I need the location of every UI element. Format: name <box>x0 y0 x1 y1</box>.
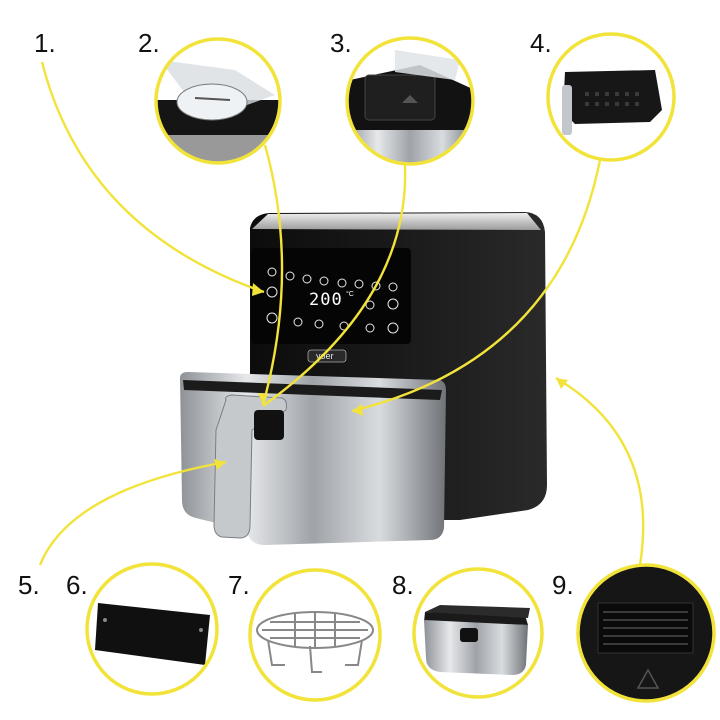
touch-buttons[interactable] <box>266 267 399 334</box>
callout-line-3 <box>262 164 407 407</box>
brand-name: yoer <box>316 351 334 361</box>
detail-circle-8 <box>412 567 544 699</box>
callout-label-7: 7. <box>228 570 250 600</box>
basket-handle[interactable] <box>213 394 287 539</box>
callout-line-5 <box>38 460 227 566</box>
detail-circle-3 <box>345 36 475 166</box>
callout-lines <box>38 61 645 566</box>
callout-arrowheads <box>214 283 568 470</box>
callout-numbers: 1. 2. 3. 4. 5. 6. 7. 8. 9. <box>18 28 574 600</box>
callout-label-2: 2. <box>138 28 160 58</box>
callout-label-1: 1. <box>34 28 56 58</box>
callout-line-1 <box>40 61 265 294</box>
detail-circle-9 <box>576 563 716 703</box>
callout-line-9 <box>555 376 645 566</box>
detail-circle-2 <box>154 37 282 165</box>
display-unit: °C <box>346 290 354 298</box>
handle-grip <box>254 410 284 440</box>
callout-label-3: 3. <box>330 28 352 58</box>
callout-line-4 <box>351 159 602 413</box>
basket-rim <box>183 380 442 400</box>
callout-label-8: 8. <box>392 570 414 600</box>
callout-label-9: 9. <box>552 570 574 600</box>
callout-label-5: 5. <box>18 570 40 600</box>
detail-circle-4 <box>546 32 676 162</box>
detail-circle-7 <box>248 568 382 702</box>
callout-line-2 <box>261 144 284 406</box>
fryer-top <box>252 213 541 230</box>
air-fryer: 200 °C yoer <box>180 212 547 545</box>
callout-label-6: 6. <box>66 570 88 600</box>
display-temperature: 200 <box>309 290 343 310</box>
detail-circle-6 <box>85 562 219 696</box>
callout-label-4: 4. <box>530 28 552 58</box>
